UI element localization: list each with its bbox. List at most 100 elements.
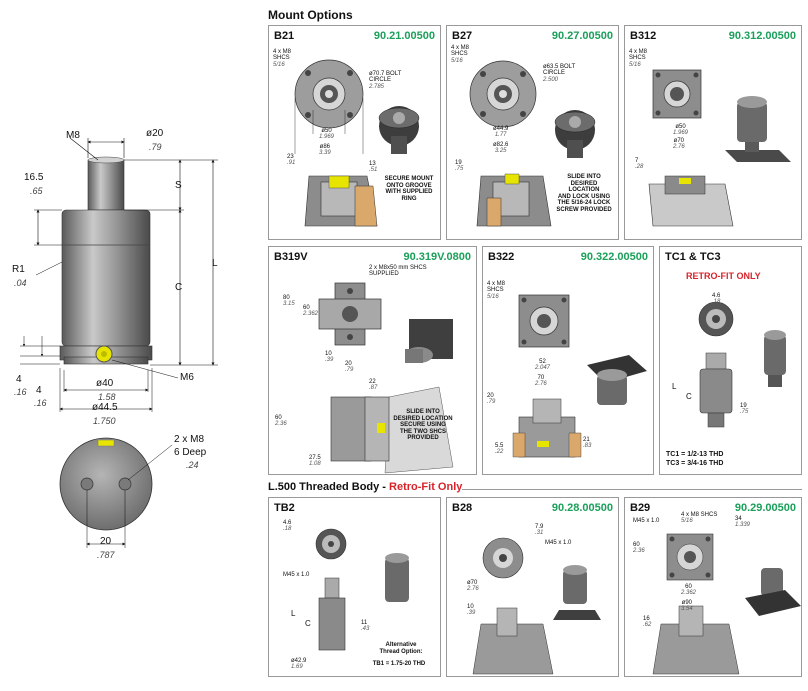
b28-thread-label: M45 x 1.0 <box>545 540 572 546</box>
tc1-retro-label: RETRO-FIT ONLY <box>686 271 761 281</box>
panel-b322-name: B322 <box>488 251 515 263</box>
tc1-l-label: L <box>672 382 677 391</box>
b319v-w10-label: 10.39 <box>325 351 334 364</box>
main-dia40-inch: 1.58 <box>98 392 116 402</box>
main-r1-inch: .04 <box>14 278 27 288</box>
main-m6-label: M6 <box>180 372 194 383</box>
main-spacing-label: 20 <box>100 536 112 547</box>
threaded-body-title-accent: Retro-Fit Only <box>389 481 463 493</box>
panel-tc1-tc3: TC1 & TC3 RETRO-FIT ONLY 4.6.18 L C 19.7… <box>659 246 802 475</box>
panel-tc1-tc3-name: TC1 & TC3 <box>665 251 721 263</box>
main-spacing-inch: .787 <box>97 550 115 560</box>
threaded-body-title-main: L.500 Threaded Body - <box>268 481 390 493</box>
tc1-c-label: C <box>686 392 692 401</box>
b322-h20-label: 20.79 <box>487 393 496 406</box>
main-m8-label: M8 <box>66 130 80 141</box>
panel-b28-name: B28 <box>452 502 473 514</box>
b319v-note: SLIDE INTO DESIRED LOCATION SECURE USING… <box>393 409 453 442</box>
panel-b312-name: B312 <box>630 30 657 42</box>
panel-b322-part-number: 90.322.00500 <box>580 251 648 263</box>
main-dia40-label: ø40 <box>96 378 114 389</box>
main-dia20-label: ø20 <box>146 128 164 139</box>
tb2-l-label: L <box>291 609 296 618</box>
b322-h5-5-label: 5.5.22 <box>495 443 504 456</box>
panel-b21-part-number: 90.21.00500 <box>373 30 435 42</box>
b21-h13-label: 13.51 <box>369 161 378 174</box>
tb2-thread-label: M45 x 1.0 <box>283 572 310 578</box>
b28-h10-label: 10.39 <box>467 604 476 617</box>
b319v-drawing <box>318 282 454 474</box>
b319v-w20-label: 20.79 <box>345 361 354 374</box>
mount-options-title: Mount Options <box>268 8 353 22</box>
b312-drawing <box>648 69 791 227</box>
panel-b27-name: B27 <box>452 30 473 42</box>
b21-drawing <box>294 59 420 227</box>
b319v-h22-label: 22.87 <box>369 379 378 392</box>
threaded-body-title: L.500 Threaded Body - Retro-Fit Only <box>268 481 462 493</box>
tb2-drawing <box>315 528 409 651</box>
b29-drawing <box>652 533 801 675</box>
b28-w7-9-label: 7.9.31 <box>535 524 544 537</box>
main-cylinder-drawing <box>20 137 218 548</box>
b322-h21-label: 21.83 <box>583 437 592 450</box>
tb2-h11-label: 11.43 <box>361 620 370 633</box>
panel-b319v-name: B319V <box>274 251 308 263</box>
section-divider <box>462 489 802 490</box>
b27-drawing <box>469 60 596 227</box>
b28-drawing <box>472 537 601 675</box>
b322-drawing <box>512 294 647 458</box>
b29-thread-label: M45 x 1.0 <box>633 518 660 524</box>
main-dia20-inch: .79 <box>149 142 162 152</box>
tc1-h19-label: 19.75 <box>740 403 749 416</box>
main-dia44-5-inch: 1.750 <box>93 416 116 426</box>
tb2-d4-6-label: 4.6.18 <box>283 520 292 533</box>
b312-h7-label: 7.28 <box>635 158 644 171</box>
cylinder-body <box>61 209 151 347</box>
panel-tb2-name: TB2 <box>274 502 295 514</box>
tb2-alt-label: Alternative Thread Option: <box>379 642 423 655</box>
main-d4b-inch: .16 <box>34 398 47 408</box>
b27-h19-label: 19.75 <box>455 160 464 173</box>
b21-h23-label: 23.91 <box>287 154 296 167</box>
panel-b319v-part-number: 90.319V.0800 <box>403 251 472 263</box>
panel-b29-name: B29 <box>630 502 651 514</box>
panel-b29-part-number: 90.29.00500 <box>734 502 796 514</box>
tb2-alt2-label: TB1 = 1.75-20 THD <box>372 661 426 667</box>
bottom-view-disk <box>59 437 153 531</box>
main-dia44-5-label: ø44.5 <box>92 402 118 413</box>
panel-b312-part-number: 90.312.00500 <box>728 30 796 42</box>
main-h16-5-inch: .65 <box>30 186 43 196</box>
main-holes-label: 2 x M8 <box>174 434 205 445</box>
main-l-label: L <box>212 258 218 269</box>
main-holes-deep-label: 6 Deep <box>174 447 207 458</box>
main-d4a-label: 4 <box>16 374 22 385</box>
panel-b28-part-number: 90.28.00500 <box>551 502 613 514</box>
tc1-d4-6-label: 4.6.18 <box>712 293 721 306</box>
